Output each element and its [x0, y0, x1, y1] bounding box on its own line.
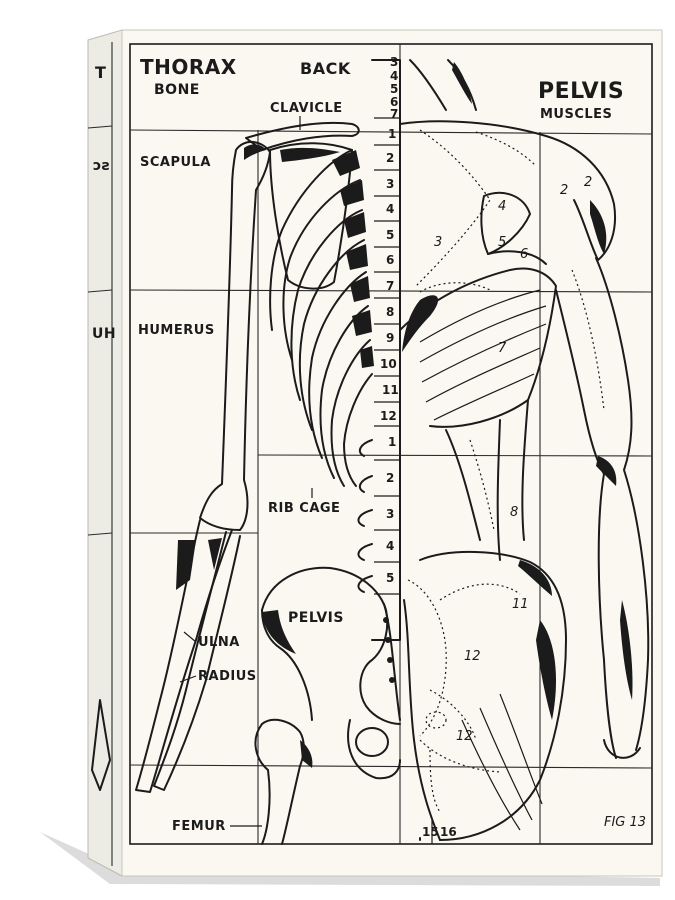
- lumbar-number: 4: [386, 539, 394, 553]
- thoracic-number: 6: [386, 253, 394, 267]
- muscle-drawing: [399, 59, 650, 844]
- thoracic-number: 1: [388, 127, 396, 141]
- title-thorax: THORAX: [140, 55, 237, 79]
- side-grid-line: [87, 125, 113, 129]
- muscle-number: 12: [456, 729, 473, 744]
- lumbar-number: 2: [386, 471, 394, 485]
- muscle-number: 7: [498, 341, 507, 356]
- side-grid-line: [87, 289, 113, 293]
- muscle-number: 16: [440, 825, 457, 839]
- label-scapula: SCAPULA: [140, 155, 211, 170]
- label-humerus: HUMERUS: [138, 323, 215, 338]
- side-fragment-s: ɔƨ: [93, 158, 111, 174]
- thoracic-number: 5: [386, 228, 394, 242]
- thoracic-number: 12: [380, 409, 397, 423]
- cervical-number: 3: [390, 55, 398, 69]
- thoracic-number: 7: [386, 279, 394, 293]
- thoracic-number: 2: [386, 151, 394, 165]
- thoracic-number: 11: [382, 383, 399, 397]
- muscle-number: 2: [560, 183, 568, 198]
- cervical-number: 7: [390, 107, 398, 121]
- skeleton-drawing: [135, 59, 401, 845]
- cervical-number: 4: [390, 69, 398, 83]
- label-femur: FEMUR: [172, 819, 226, 834]
- vertebra-separators: [374, 117, 400, 595]
- diagram-frame: [129, 43, 653, 845]
- title-pelvis: PELVIS: [538, 79, 624, 104]
- muscle-number: 5: [498, 235, 506, 250]
- muscle-number: 4: [498, 199, 506, 214]
- cervical-number: 6: [390, 95, 398, 109]
- thoracic-number: 10: [380, 357, 397, 371]
- muscle-number: 8: [510, 505, 518, 520]
- muscle-number: 2: [584, 175, 592, 190]
- side-fragment-uh: UH: [92, 326, 116, 342]
- label-radius: RADIUS: [198, 669, 257, 684]
- lumbar-number: 5: [386, 571, 394, 585]
- leader-ulna: [183, 631, 197, 643]
- title-muscles: MUSCLES: [540, 107, 612, 122]
- side-fragment-drawing: [91, 699, 111, 791]
- thoracic-number: 9: [386, 331, 394, 345]
- muscle-number: 12: [464, 649, 481, 664]
- lumbar-number: 3: [386, 507, 394, 521]
- muscle-number: 15: [422, 825, 439, 839]
- side-grid-line: [87, 532, 113, 536]
- canvas-side-wrap: [87, 29, 123, 877]
- side-fragment-t: T: [95, 63, 106, 82]
- muscle-number: 11: [512, 597, 529, 612]
- leader-radius: [179, 675, 197, 683]
- title-back: BACK: [300, 59, 351, 78]
- figure-number: FIG 13: [604, 815, 646, 830]
- paper-front: [121, 29, 663, 877]
- cervical-number: 5: [390, 82, 398, 96]
- thoracic-number: 8: [386, 305, 394, 319]
- thoracic-number: 4: [386, 202, 394, 216]
- lumbar-number: 1: [388, 435, 396, 449]
- muscle-number: 6: [520, 247, 528, 262]
- muscle-number: 3: [434, 235, 442, 250]
- thoracic-number: 3: [386, 177, 394, 191]
- label-ulna: ULNA: [198, 635, 240, 650]
- title-bone: BONE: [154, 82, 200, 98]
- label-rib-cage: RIB CAGE: [268, 501, 340, 516]
- label-clavicle: CLAVICLE: [270, 101, 343, 116]
- label-pelvis: PELVIS: [288, 610, 344, 626]
